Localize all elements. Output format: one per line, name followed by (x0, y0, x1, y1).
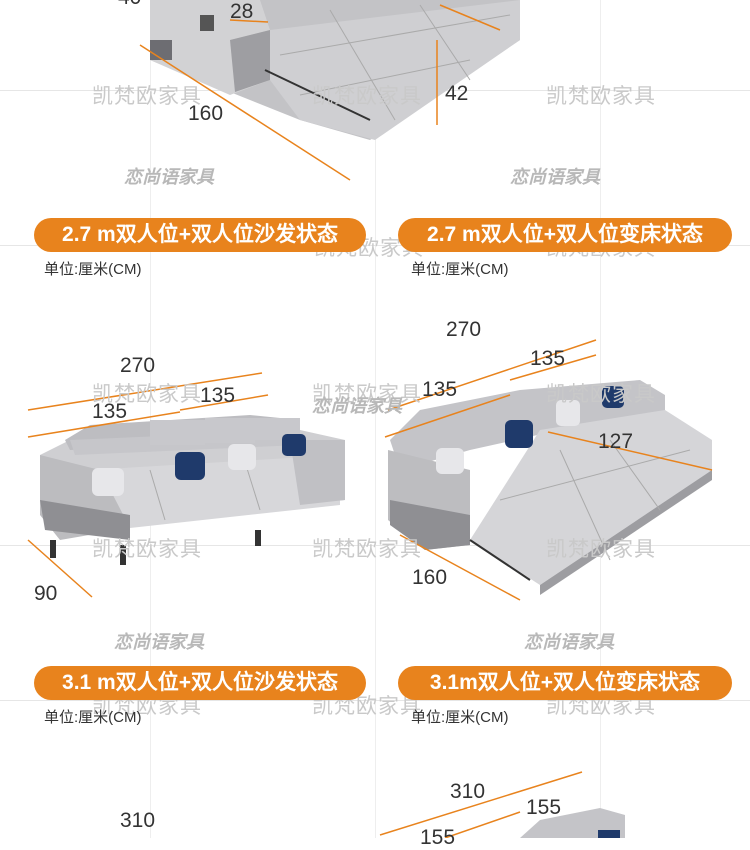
dimension-label: 135 (200, 384, 236, 407)
dimension-label: 155 (526, 796, 562, 819)
dimension-label: 310 (450, 780, 486, 803)
dimension-line (399, 534, 521, 601)
watermark: 凯梵欧家具 (312, 695, 422, 718)
watermark: 凯梵欧家具 (312, 383, 422, 406)
unit-label: 单位:厘米(CM) (44, 709, 142, 726)
unit-label: 单位:厘米(CM) (44, 261, 142, 278)
dimension-line (229, 19, 269, 23)
watermark: 凯梵欧家具 (546, 695, 656, 718)
unit-label: 单位:厘米(CM) (411, 709, 509, 726)
dimension-line (27, 372, 263, 411)
sofa-31-image (40, 415, 345, 565)
dimension-label: 28 (230, 0, 254, 23)
dimension-label: 90 (34, 582, 58, 605)
dimension-label: 135 (530, 347, 566, 370)
watermark: 恋尚语家具 (312, 396, 402, 416)
dimension-label: 310 (120, 809, 156, 832)
watermark: 恋尚语家具 (524, 632, 614, 652)
watermark: 凯梵欧家具 (312, 538, 422, 561)
dimension-line (387, 339, 597, 411)
watermark: 凯梵欧家具 (92, 695, 202, 718)
bed-31-image (388, 380, 712, 595)
watermark: 恋尚语家具 (114, 632, 204, 652)
grid-line (375, 0, 376, 838)
dimension-line (444, 811, 521, 838)
caption-bed-31: 3.1m双人位+双人位变床状态 (398, 666, 732, 700)
dimension-label: 135 (92, 400, 128, 423)
dimension-label: 270 (446, 318, 482, 341)
dimension-line (547, 431, 713, 471)
grid-line (150, 0, 151, 838)
caption-sofa-31: 3.1 m双人位+双人位沙发状态 (34, 666, 366, 700)
unit-label: 单位:厘米(CM) (411, 261, 509, 278)
dimension-line (27, 539, 93, 598)
dimension-label: 160 (412, 566, 448, 589)
dimension-label: 270 (120, 354, 156, 377)
watermark: 凯梵欧家具 (546, 538, 656, 561)
dimension-line (379, 771, 583, 836)
watermark: 凯梵欧家具 (312, 85, 422, 108)
watermark: 恋尚语家具 (124, 167, 214, 187)
dimension-line (27, 411, 181, 438)
watermark: 凯梵欧家具 (92, 383, 202, 406)
dimension-label: 42 (445, 82, 469, 105)
dimension-line (179, 394, 269, 411)
caption-bed-27: 2.7 m双人位+双人位变床状态 (398, 218, 732, 252)
dimension-line (139, 44, 351, 181)
dimension-label: 160 (188, 102, 224, 125)
dimension-label: 135 (422, 378, 458, 401)
dimension-label: 127 (598, 430, 634, 453)
dimension-line (439, 4, 501, 31)
dimension-line (384, 394, 511, 438)
watermark: 恋尚语家具 (510, 167, 600, 187)
dimension-label: 40 (118, 0, 141, 10)
watermark: 凯梵欧家具 (92, 538, 202, 561)
dimension-label: 155 (420, 826, 456, 849)
watermark: 凯梵欧家具 (546, 383, 656, 406)
bottom-sofa-fragment (520, 808, 625, 838)
watermark: 凯梵欧家具 (546, 85, 656, 108)
dimension-line (509, 354, 597, 381)
watermark: 凯梵欧家具 (92, 85, 202, 108)
caption-sofa-27: 2.7 m双人位+双人位沙发状态 (34, 218, 366, 252)
